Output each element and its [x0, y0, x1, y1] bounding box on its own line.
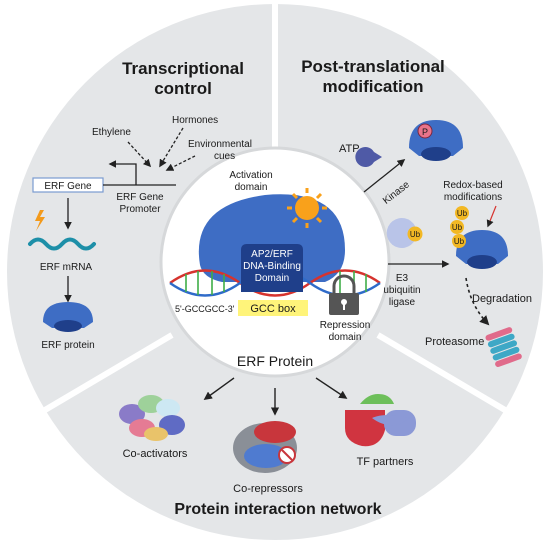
- ubiquitinated-protein-icon: Ub Ub Ub: [450, 206, 508, 269]
- ub-badge-3: [452, 234, 466, 248]
- dna-binding-domain: [241, 244, 303, 292]
- lock-icon: [329, 274, 359, 315]
- degradation-label: Degradation: [472, 293, 532, 305]
- dbd-label-line2: DNA-Binding: [243, 261, 301, 272]
- interaction-title: Protein interaction network: [174, 501, 381, 518]
- redox-label-line2: modifications: [444, 192, 502, 203]
- gcc-motif-label: 5'-GCCGCC-3': [175, 304, 235, 314]
- redox-arrow: [486, 205, 497, 228]
- promoter-arrow: [108, 160, 137, 185]
- gcc-box: [238, 300, 308, 316]
- phospho-label: P: [422, 127, 428, 137]
- corepressors-label: Co-repressors: [233, 483, 303, 495]
- ub-badge-2: [450, 220, 464, 234]
- erf-gene-label: ERF Gene: [44, 181, 92, 192]
- ptm-title-line1: Post-translational: [301, 57, 445, 76]
- hormones-label: Hormones: [172, 115, 218, 126]
- ub-label-3: Ub: [454, 237, 465, 246]
- arrow-to-coactivators: [203, 377, 235, 400]
- e3-ligase-icon: Ub: [386, 217, 423, 249]
- promoter-label-line1: ERF Gene: [116, 192, 164, 203]
- ub-badge-1: [455, 206, 469, 220]
- signal-arrows: [127, 127, 196, 171]
- degradation-arrow: [465, 277, 490, 326]
- proteasome-label: Proteasome: [425, 336, 484, 348]
- arrow-to-tf-partners: [315, 377, 348, 399]
- activation-domain-sun: [287, 188, 327, 228]
- erf-protein-icon: [43, 302, 93, 332]
- coactivators-label: Co-activators: [123, 448, 188, 460]
- env-cues-label-line1: Environmental: [188, 139, 252, 150]
- dbd-label-line3: Domain: [255, 273, 289, 284]
- coactivators-icon: [119, 395, 185, 441]
- activation-label-line1: Activation: [229, 170, 272, 181]
- transcriptional-title-line2: control: [154, 79, 212, 98]
- env-cues-label-line2: cues: [214, 151, 235, 162]
- protein-interaction-section: Co-activators Co-repressors TF partners …: [119, 377, 416, 518]
- redox-label-line1: Redox-based: [443, 180, 502, 191]
- ptm-title-line2: modification: [322, 77, 423, 96]
- e3-ub-badge: [407, 226, 423, 242]
- transcriptional-control-section: Transcriptional control Hormones Ethylen…: [28, 59, 252, 351]
- phospho-badge: [417, 123, 433, 139]
- dbd-label-line1: AP2/ERF: [251, 249, 293, 260]
- ub-label-1: Ub: [457, 209, 468, 218]
- ub-label-2: Ub: [452, 223, 463, 232]
- sector-dividers: [43, 4, 507, 413]
- promoter-label-line2: Promoter: [119, 204, 161, 215]
- mrna-label: ERF mRNA: [40, 262, 93, 273]
- erf-protein-label: ERF protein: [41, 340, 94, 351]
- corepressors-icon: [233, 421, 297, 473]
- lightning-icon: [35, 210, 45, 231]
- atp-icon: [355, 147, 382, 167]
- gcc-box-label: GCC box: [250, 303, 296, 315]
- tf-partners-label: TF partners: [357, 456, 414, 468]
- e3-label-line2: ubiquitin: [383, 285, 420, 296]
- mrna-wave: [28, 237, 96, 251]
- erf-protein-center: Activation domain AP2/E: [169, 170, 381, 369]
- erf-protein-title: ERF Protein: [237, 353, 313, 369]
- transcriptional-title-line1: Transcriptional: [122, 59, 244, 78]
- repression-label-line2: domain: [329, 332, 362, 343]
- proteasome-icon: [485, 327, 522, 367]
- e3-label-line3: ligase: [389, 297, 416, 308]
- ethylene-label: Ethylene: [92, 127, 131, 138]
- e3-ub-label: Ub: [410, 230, 421, 239]
- phosphorylated-protein-icon: P: [409, 120, 463, 161]
- activation-label-line2: domain: [235, 182, 268, 193]
- repression-label-line1: Repression: [320, 320, 371, 331]
- tf-partners-icon: [345, 394, 416, 447]
- post-translational-section: Post-translational modification ATP P Ki…: [301, 57, 532, 367]
- e3-label-line1: E3: [396, 273, 409, 284]
- atp-label: ATP: [339, 143, 360, 155]
- kinase-arrow: [363, 159, 406, 193]
